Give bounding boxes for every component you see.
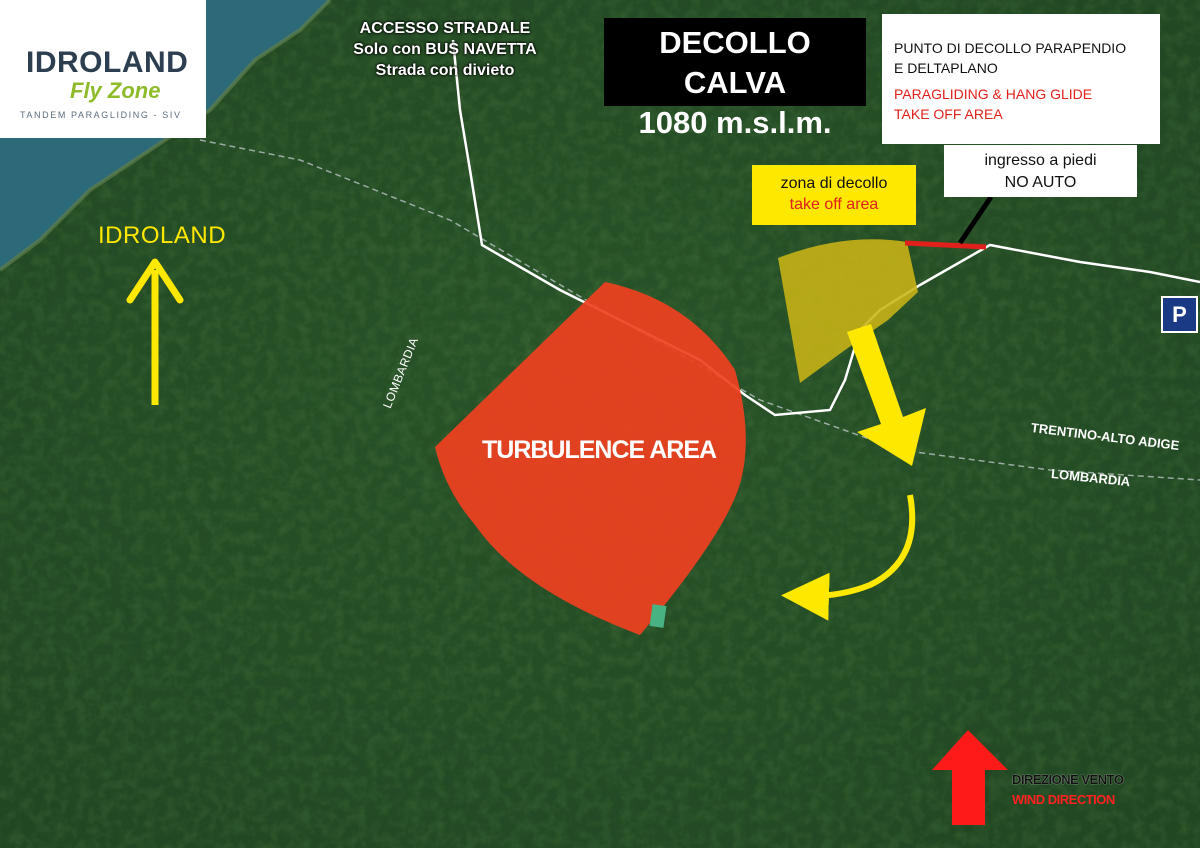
logo-tagline: TANDEM PARAGLIDING - SIV bbox=[20, 110, 182, 120]
idroland-direction-head bbox=[126, 258, 184, 304]
takeoff-zone-it: zona di decollo bbox=[780, 175, 888, 192]
access-road-label: ACCESSO STRADALE Solo con BUS NAVETTA St… bbox=[330, 18, 560, 81]
info-it-line2: E DELTAPLANO bbox=[894, 60, 998, 76]
wind-flow-arrow bbox=[847, 324, 926, 466]
parking-icon: P bbox=[1161, 296, 1198, 333]
info-it-line1: PUNTO DI DECOLLO PARAPENDIO bbox=[894, 40, 1127, 56]
turbulence-area-shape bbox=[435, 282, 746, 635]
wind-direction-label: DIREZIONE VENTO WIND DIRECTION bbox=[1012, 770, 1124, 810]
takeoff-zone-shape bbox=[778, 239, 918, 383]
turbulence-area-label: TURBULENCE AREA bbox=[482, 436, 717, 464]
idroland-direction-label: IDROLAND bbox=[98, 222, 227, 249]
wind-direction-en: WIND DIRECTION bbox=[1012, 792, 1115, 807]
building bbox=[649, 604, 667, 628]
walk-entry-line bbox=[904, 240, 987, 250]
info-en-line1: PARAGLIDING & HANG GLIDE bbox=[894, 86, 1093, 102]
access-road bbox=[451, 39, 1200, 417]
access-road-line3: Strada con divieto bbox=[375, 62, 515, 79]
logo-subtitle: Fly Zone bbox=[70, 78, 161, 103]
walk-entry-pointer bbox=[957, 195, 994, 245]
wind-direction-arrow bbox=[932, 730, 1008, 825]
walk-entry-line1: ingresso a piedi bbox=[984, 152, 1097, 169]
takeoff-info-box: PUNTO DI DECOLLO PARAPENDIO E DELTAPLANO… bbox=[882, 14, 1160, 144]
walk-entry-box: ingresso a piedi NO AUTO bbox=[944, 145, 1137, 197]
takeoff-title-altitude: 1080 m.s.l.m. bbox=[638, 105, 832, 140]
logo-panel bbox=[0, 0, 206, 138]
info-en-line2: TAKE OFF AREA bbox=[894, 106, 1003, 122]
takeoff-title-name: DECOLLO CALVA bbox=[659, 25, 811, 100]
takeoff-zone-en: take off area bbox=[789, 196, 879, 213]
wind-direction-it: DIREZIONE VENTO bbox=[1012, 772, 1124, 787]
takeoff-zone-label: zona di decollo take off area bbox=[752, 165, 916, 225]
access-road-line1: ACCESSO STRADALE bbox=[359, 20, 531, 37]
access-road-line2: Solo con BUS NAVETTA bbox=[353, 41, 537, 58]
takeoff-title: DECOLLO CALVA 1080 m.s.l.m. bbox=[604, 18, 866, 140]
walk-entry-line2: NO AUTO bbox=[1004, 174, 1077, 191]
logo-brand: IDROLAND bbox=[26, 46, 189, 79]
landing-curve-arrow bbox=[781, 494, 916, 621]
